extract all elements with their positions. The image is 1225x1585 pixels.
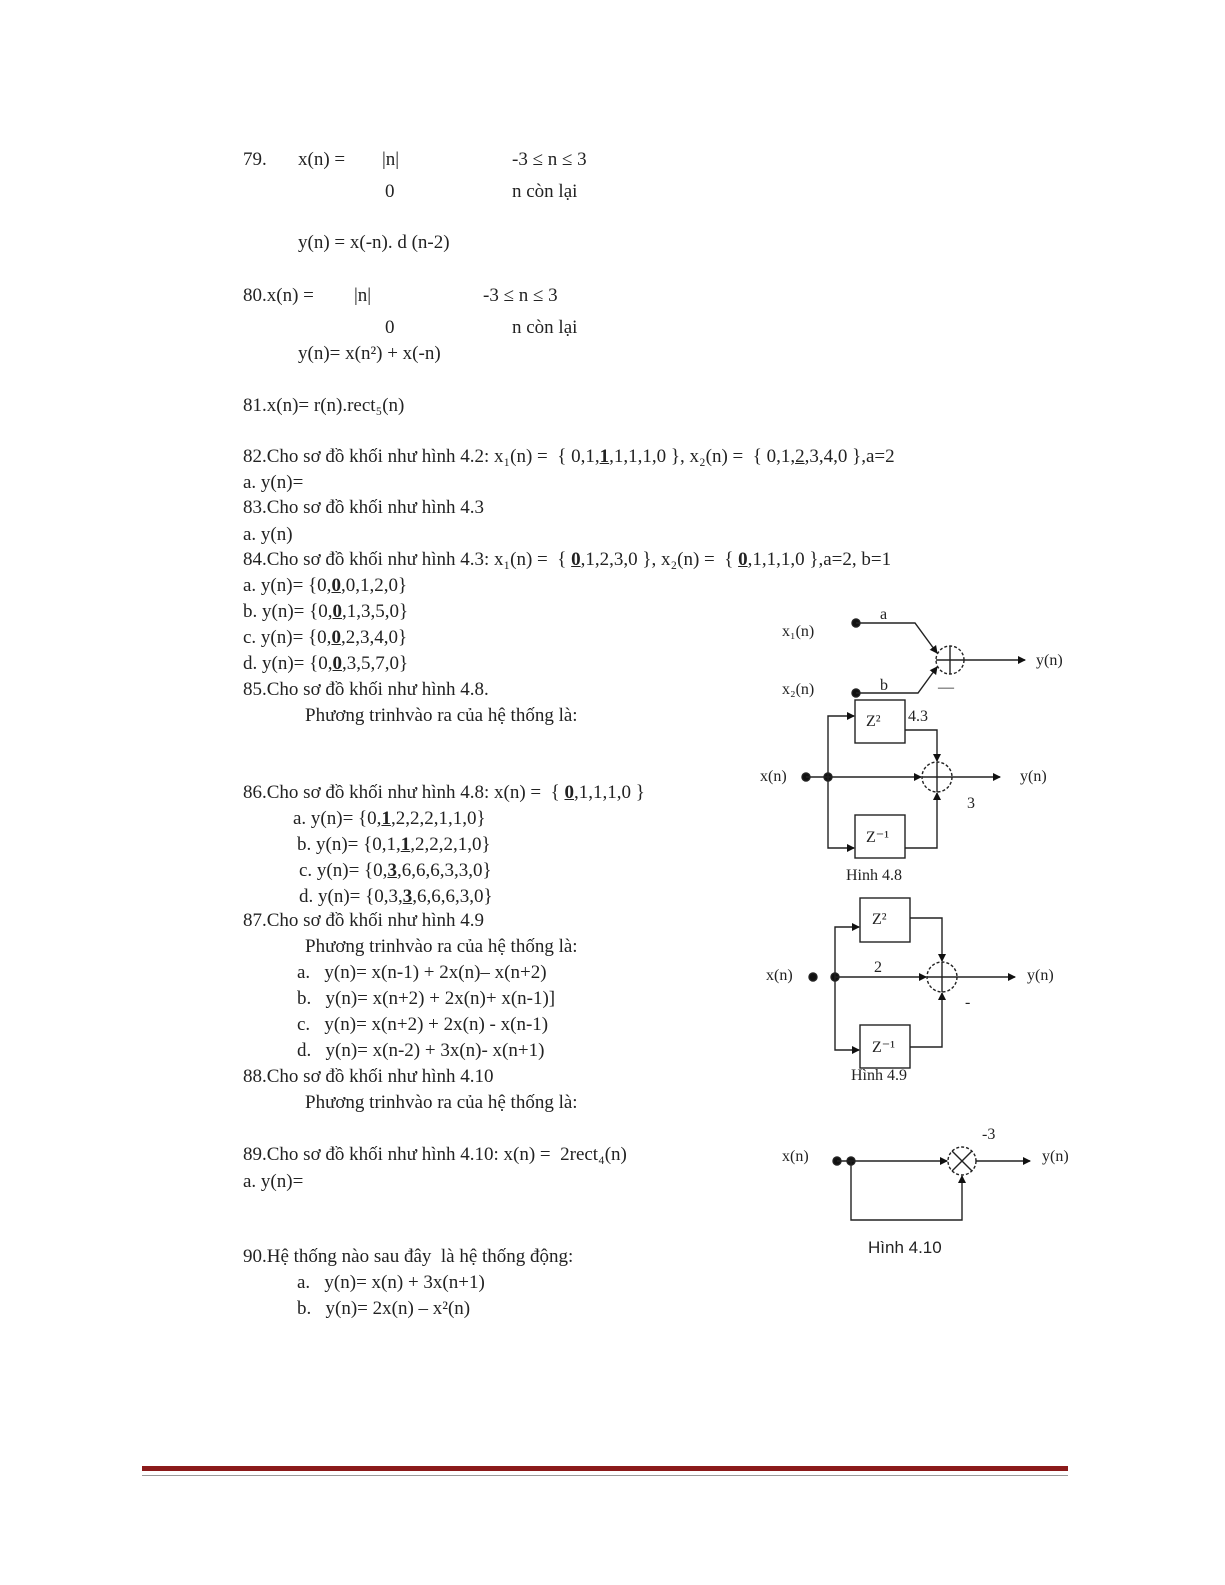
q86-option-a: a. y(n)= {0,1,2,2,2,1,1,0} [293, 808, 486, 829]
q80-lhs: 80.x(n) = [243, 285, 314, 306]
figure-4-10 [832, 1146, 1031, 1221]
fig410-gain: -3 [982, 1126, 995, 1143]
q81-text: 81.x(n)= r(n).rect₅(n) [243, 395, 405, 416]
fig43-minus: — [937, 679, 955, 696]
q85-text: 85.Cho sơ đồ khối như hình 4.8. [243, 679, 489, 700]
fig48-z2-label: Z² [866, 713, 881, 730]
q86-option-b: b. y(n)= {0,1,1,2,2,2,1,0} [297, 834, 491, 855]
fig43-b-label: b [880, 677, 888, 694]
q80-y: y(n)= x(n²) + x(-n) [298, 343, 441, 364]
fig43-a-label: a [880, 606, 887, 623]
fig48-caption: Hinh 4.8 [846, 867, 902, 884]
q82-text: 82.Cho sơ đồ khối như hình 4.2: x₁(n) = … [243, 446, 895, 468]
q79-lhs: x(n) = [298, 149, 346, 170]
fig48-x-label: x(n) [760, 768, 787, 785]
q87-option-d: d. y(n)= x(n-2) + 3x(n)- x(n+1) [297, 1040, 545, 1061]
q88-sub: Phương trinhvào ra của hệ thống là: [305, 1092, 578, 1113]
delay-box-z2 [854, 699, 906, 744]
delay-box-z1 [854, 814, 906, 859]
fig49-gain: 2 [874, 959, 882, 976]
q89-text: 89.Cho sơ đồ khối như hình 4.10: x(n) = … [243, 1144, 627, 1165]
fig49-z2-label: Z² [872, 911, 887, 928]
fig43-y-label: y(n) [1036, 652, 1063, 669]
q83-a: a. y(n) [243, 524, 293, 545]
q79-cond1: -3 ≤ n ≤ 3 [512, 149, 587, 170]
q79-zero: 0 [385, 181, 395, 202]
fig48-note: 4.3 [908, 708, 928, 725]
q79-cond2: n còn lại [512, 181, 578, 202]
footer-rule-thin [142, 1475, 1068, 1476]
q84-mid: ,1,2,3,0 }, x₂(n) = { [580, 549, 739, 570]
fig49-y-label: y(n) [1027, 967, 1054, 984]
q84-option-a: a. y(n)= {0,0,0,1,2,0} [243, 575, 408, 596]
q89-a: a. y(n)= [243, 1171, 304, 1192]
fig410-y-label: y(n) [1042, 1148, 1069, 1165]
fig49-x-label: x(n) [766, 967, 793, 984]
fig48-gain: 3 [967, 795, 975, 812]
q84-option-c: c. y(n)= {0,0,2,3,4,0} [243, 627, 408, 648]
fig43-x2-label: x₂(n) [782, 681, 814, 698]
q87-text: 87.Cho sơ đồ khối như hình 4.9 [243, 910, 484, 931]
q79-abs: |n| [382, 149, 400, 170]
q80-zero: 0 [385, 317, 395, 338]
q90-option-b: b. y(n)= 2x(n) – x²(n) [297, 1298, 471, 1319]
q82-pre: 82.Cho sơ đồ khối như hình 4.2: x₁(n) = … [243, 446, 600, 467]
q82-a: a. y(n)= [243, 472, 304, 493]
q84-underlined-1: 0 [571, 549, 581, 570]
fig49-minus: - [965, 994, 970, 1011]
q80-cond1: -3 ≤ n ≤ 3 [483, 285, 558, 306]
fig49-caption: Hình 4.9 [851, 1067, 907, 1084]
q87-option-c: c. y(n)= x(n+2) + 2x(n) - x(n-1) [297, 1014, 549, 1035]
q87-option-a: a. y(n)= x(n-1) + 2x(n)– x(n+2) [297, 962, 547, 983]
footer-rule [142, 1466, 1068, 1471]
q79-number: 79. [243, 149, 267, 170]
delay-box-z2 [859, 897, 911, 943]
q80-abs: |n| [354, 285, 372, 306]
q84-pre: 84.Cho sơ đồ khối như hình 4.3: x₁(n) = … [243, 549, 572, 570]
figure-4-8 [801, 699, 1001, 859]
figure-4-3 [851, 618, 1026, 698]
fig49-z1-label: Z⁻¹ [872, 1039, 895, 1056]
q87-sub: Phương trinhvào ra của hệ thống là: [305, 936, 578, 957]
q87-option-b: b. y(n)= x(n+2) + 2x(n)+ x(n-1)] [297, 988, 556, 1009]
q82-mid: ,1,1,1,0 }, x₂(n) = { 0,1, [609, 446, 796, 467]
fig410-caption: Hình 4.10 [868, 1238, 942, 1257]
q85-sub: Phương trinhvào ra của hệ thống là: [305, 705, 578, 726]
fig48-z1-label: Z⁻¹ [866, 829, 889, 846]
q82-underlined-1: 1 [599, 446, 610, 467]
q82-post: ,3,4,0 },a=2 [804, 446, 895, 467]
q84-underlined-2: 0 [738, 549, 748, 570]
q90-option-a: a. y(n)= x(n) + 3x(n+1) [297, 1272, 485, 1293]
q80-cond2: n còn lại [512, 317, 578, 338]
fig410-x-label: x(n) [782, 1148, 809, 1165]
q82-underlined-2: 2 [795, 446, 805, 467]
q84-post: ,1,1,1,0 },a=2, b=1 [747, 549, 892, 570]
q84-text: 84.Cho sơ đồ khối như hình 4.3: x₁(n) = … [243, 549, 891, 571]
fig48-y-label: y(n) [1020, 768, 1047, 785]
q86-option-c: c. y(n)= {0,3,6,6,6,3,3,0} [299, 860, 492, 881]
q86-text: 86.Cho sơ đồ khối như hình 4.8: x(n) = {… [243, 782, 645, 803]
q90-text: 90.Hệ thống nào sau đây là hệ thống động… [243, 1246, 574, 1267]
q79-y: y(n) = x(-n). d (n-2) [298, 232, 450, 253]
q83-text: 83.Cho sơ đồ khối như hình 4.3 [243, 497, 484, 518]
q84-option-d: d. y(n)= {0,0,3,5,7,0} [243, 653, 409, 674]
fig43-x1-label: x₁(n) [782, 623, 814, 640]
q84-option-b: b. y(n)= {0,0,1,3,5,0} [243, 601, 409, 622]
q86-option-d: d. y(n)= {0,3,3,6,6,6,3,0} [299, 886, 493, 907]
figure-4-9 [808, 897, 1016, 1069]
q88-text: 88.Cho sơ đồ khối như hình 4.10 [243, 1066, 494, 1087]
